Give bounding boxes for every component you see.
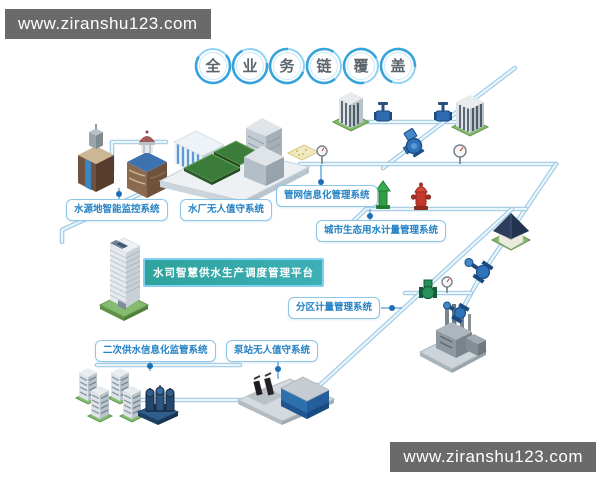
industrial-plant xyxy=(418,304,488,373)
label-urban-eco-metering: 城市生态用水计量管理系统 xyxy=(316,220,447,242)
label-secondary-supply: 二次供水信息化监管系统 xyxy=(95,340,216,362)
label-pump-station-unattended: 泵站无人值守系统 xyxy=(226,340,319,362)
title-char: 业 xyxy=(242,58,257,75)
title-circle: 链 xyxy=(305,47,343,85)
title-circle: 业 xyxy=(231,47,269,85)
residential-tower xyxy=(86,386,114,423)
connector-dot xyxy=(318,179,324,185)
gauge-icon xyxy=(316,145,328,164)
pipe-valves xyxy=(374,102,452,122)
platform-label: 水司智慧供水生产调度管理平台 xyxy=(143,258,324,287)
fire-hydrant-icon xyxy=(410,182,432,210)
office-building-right xyxy=(450,95,490,137)
water-plant xyxy=(158,118,320,207)
booster-pump-unit xyxy=(136,385,180,425)
label-pipe-network-mgmt: 管网信息化管理系统 xyxy=(276,185,378,207)
water-source-well xyxy=(78,124,114,192)
title-circle: 覆 xyxy=(342,47,380,85)
title-chain: 全业务链覆盖 xyxy=(194,47,417,85)
title-circle: 务 xyxy=(268,47,306,85)
connector-dot xyxy=(367,213,373,219)
title-char: 全 xyxy=(204,57,221,75)
water-intake-station xyxy=(127,130,167,198)
office-building-left xyxy=(331,92,371,132)
residential-buildings xyxy=(74,368,146,423)
connector-dots xyxy=(116,179,395,372)
gauge-icon xyxy=(453,144,467,164)
pump-station xyxy=(236,372,336,425)
title-circle: 盖 xyxy=(379,47,417,85)
floor-lines xyxy=(125,250,141,294)
connector-dot xyxy=(147,363,153,369)
gauge-icon xyxy=(441,276,453,293)
title-char: 盖 xyxy=(390,57,405,75)
valve-icon xyxy=(443,301,470,324)
valve-icon xyxy=(434,102,452,122)
valve-icon xyxy=(464,257,494,284)
connector-dot xyxy=(116,191,122,197)
connector-dot xyxy=(389,305,395,311)
watermark-top-left: www.ziranshu123.com xyxy=(5,9,211,39)
label-plant-unattended: 水厂无人值守系统 xyxy=(180,199,273,221)
title-char: 覆 xyxy=(353,57,369,75)
flow-meter-icon xyxy=(419,279,437,300)
hq-building xyxy=(98,237,150,321)
title-circle: 全 xyxy=(194,47,232,85)
watermark-bottom-right: www.ziranshu123.com xyxy=(390,442,596,472)
label-water-source-monitoring: 水源地智能监控系统 xyxy=(66,199,168,221)
title-char: 链 xyxy=(316,57,332,75)
connector-dot xyxy=(275,366,281,372)
title-char: 务 xyxy=(279,57,295,75)
house xyxy=(490,213,532,251)
pump-icon xyxy=(402,128,425,158)
valve-icon xyxy=(374,102,392,122)
green-hydrant-icon xyxy=(375,180,391,209)
floor-lines xyxy=(109,249,127,304)
label-district-metering: 分区计量管理系统 xyxy=(288,297,381,319)
